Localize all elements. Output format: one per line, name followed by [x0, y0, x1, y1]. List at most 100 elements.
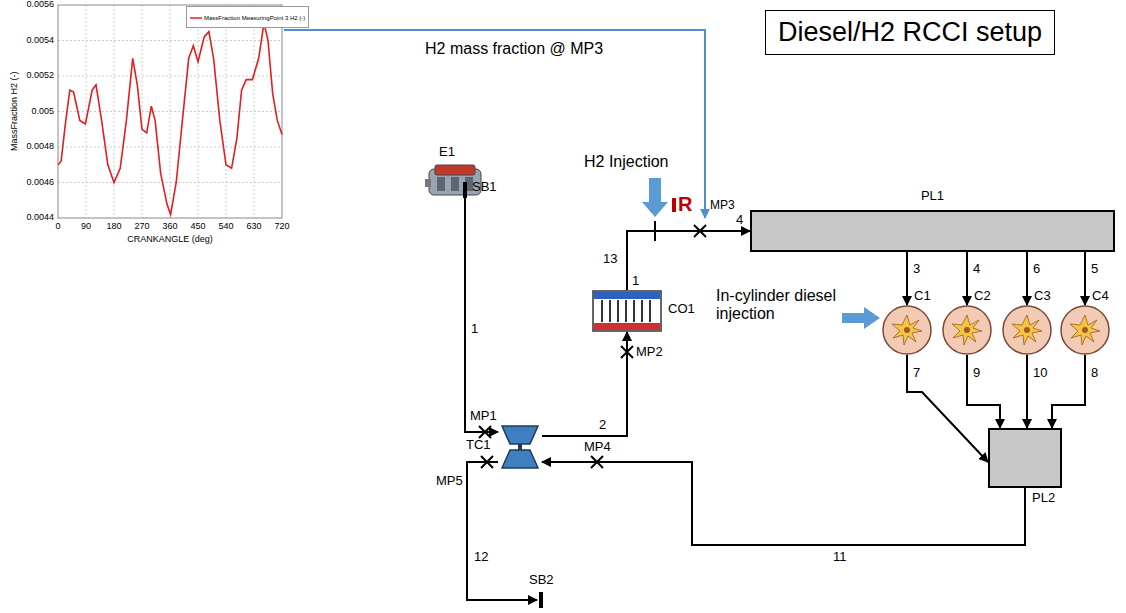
node-label: PL2 [1032, 491, 1055, 506]
intake-plenum: PL1 [750, 210, 1115, 252]
cylinder-shape [882, 305, 932, 355]
pipe-connector [627, 231, 750, 290]
axis-tick: 450 [190, 221, 205, 231]
node-label: C4 [1092, 289, 1109, 304]
axis-tick: 0.0048 [26, 141, 54, 151]
grid-line [86, 5, 87, 218]
measuring-points [479, 225, 706, 468]
legend-line [190, 17, 202, 19]
turbocharger-symbol-shape [498, 424, 542, 470]
node-label: PL1 [921, 189, 944, 204]
node-label: CO1 [668, 302, 695, 317]
pipe-number: 10 [1032, 366, 1048, 380]
callout-text: H2 mass fraction @ MP3 [425, 40, 603, 58]
grid-line [58, 40, 282, 41]
node-label: C3 [1034, 289, 1051, 304]
axis-tick: 90 [81, 221, 91, 231]
cylinder: C2 [942, 305, 992, 355]
exhaust-plenum: PL2 [988, 428, 1062, 488]
cylinder: C4 [1060, 305, 1110, 355]
axis-tick: 0 [55, 221, 60, 231]
chart-curve [58, 23, 282, 215]
cylinder: C1 [882, 305, 932, 355]
node-label: E1 [439, 145, 455, 160]
exhaust-plenum-shape [988, 428, 1062, 488]
pipe-connector [906, 252, 908, 305]
grid-line [142, 5, 143, 218]
intercooler-symbol-shape [592, 290, 662, 332]
system-boundary-shape [537, 592, 545, 608]
pipe-connector [1084, 252, 1086, 305]
node-label: SB1 [472, 180, 497, 195]
axis-title: MassFraction H2 (-) [9, 71, 19, 151]
measuring-point: MP4 [584, 440, 611, 455]
axis-tick: 360 [162, 221, 177, 231]
pipe-number: 8 [1090, 366, 1099, 380]
pipe-connector [907, 355, 988, 462]
chart-grid [58, 5, 282, 218]
axis-tick: 180 [106, 221, 121, 231]
pipe-connector [1052, 355, 1085, 428]
grid-line [58, 111, 282, 112]
grid-line [254, 5, 255, 218]
chart-frame [58, 5, 282, 218]
grid-line [58, 76, 282, 77]
pipe-connector [467, 462, 537, 600]
injection-arrow [842, 307, 880, 329]
legend-sample [190, 15, 202, 21]
measuring-point: MP2 [636, 345, 663, 360]
node-label: C2 [974, 289, 991, 304]
cylinder: C3 [1002, 305, 1052, 355]
title-box: Diesel/H2 RCCI setup [765, 10, 1055, 55]
grid-line [226, 5, 227, 218]
node-label: C1 [914, 289, 931, 304]
pipe-number: 1 [470, 322, 479, 336]
pipe-number: 1 [632, 274, 639, 289]
system-boundary: SB2 [537, 592, 545, 608]
pipe-number: 6 [1032, 262, 1041, 276]
cylinder-shape [942, 305, 992, 355]
pipe-number: 13 [602, 252, 618, 266]
pipe-number: 9 [972, 366, 981, 380]
axis-tick: 270 [134, 221, 149, 231]
axis-title: CRANKANGLE (deg) [127, 234, 213, 244]
axis-tick: 0.0052 [26, 70, 54, 80]
axis-tick: 0.0044 [26, 212, 54, 222]
pipe-connector [542, 332, 627, 436]
injection-arrow [642, 178, 668, 217]
axis-tick: 0.0046 [26, 177, 54, 187]
node-label: TC1 [466, 438, 491, 453]
pipe-number: 5 [1090, 262, 1099, 276]
axis-tick: 0.0056 [26, 0, 54, 9]
sensor-icon [672, 198, 676, 212]
grid-line [170, 5, 171, 218]
intake-plenum-shape [750, 210, 1115, 252]
measuring-point: MP1 [470, 409, 497, 424]
cylinder-shape [1060, 305, 1110, 355]
axis-tick: 630 [246, 221, 261, 231]
pipe-number: 12 [473, 550, 489, 564]
system-boundary: SB1 [460, 182, 470, 198]
axis-tick: 540 [218, 221, 233, 231]
pipe-number: 7 [912, 366, 921, 380]
pipe-number: 4 [972, 262, 981, 276]
cylinder-shape [1002, 305, 1052, 355]
callout-line [284, 30, 705, 218]
axis-tick: 0.005 [31, 106, 54, 116]
pipe-number: 3 [912, 262, 921, 276]
grid-line [198, 5, 199, 218]
pipe-connector [465, 198, 498, 432]
pipe-number: 11 [832, 550, 848, 564]
axis-tick: 720 [274, 221, 289, 231]
annotation: H2 Injection [584, 153, 669, 171]
legend-item: MassFraction MeasuringPoint 3 H2 (-) [186, 6, 309, 28]
pipe-connector [966, 252, 968, 305]
measuring-point: MP3 [710, 199, 735, 213]
annotation: In-cylinder diesel injection [716, 287, 866, 324]
pipe-number: 4 [736, 213, 743, 228]
title-text: Diesel/H2 RCCI setup [778, 17, 1042, 47]
system-boundary-shape [460, 182, 470, 198]
